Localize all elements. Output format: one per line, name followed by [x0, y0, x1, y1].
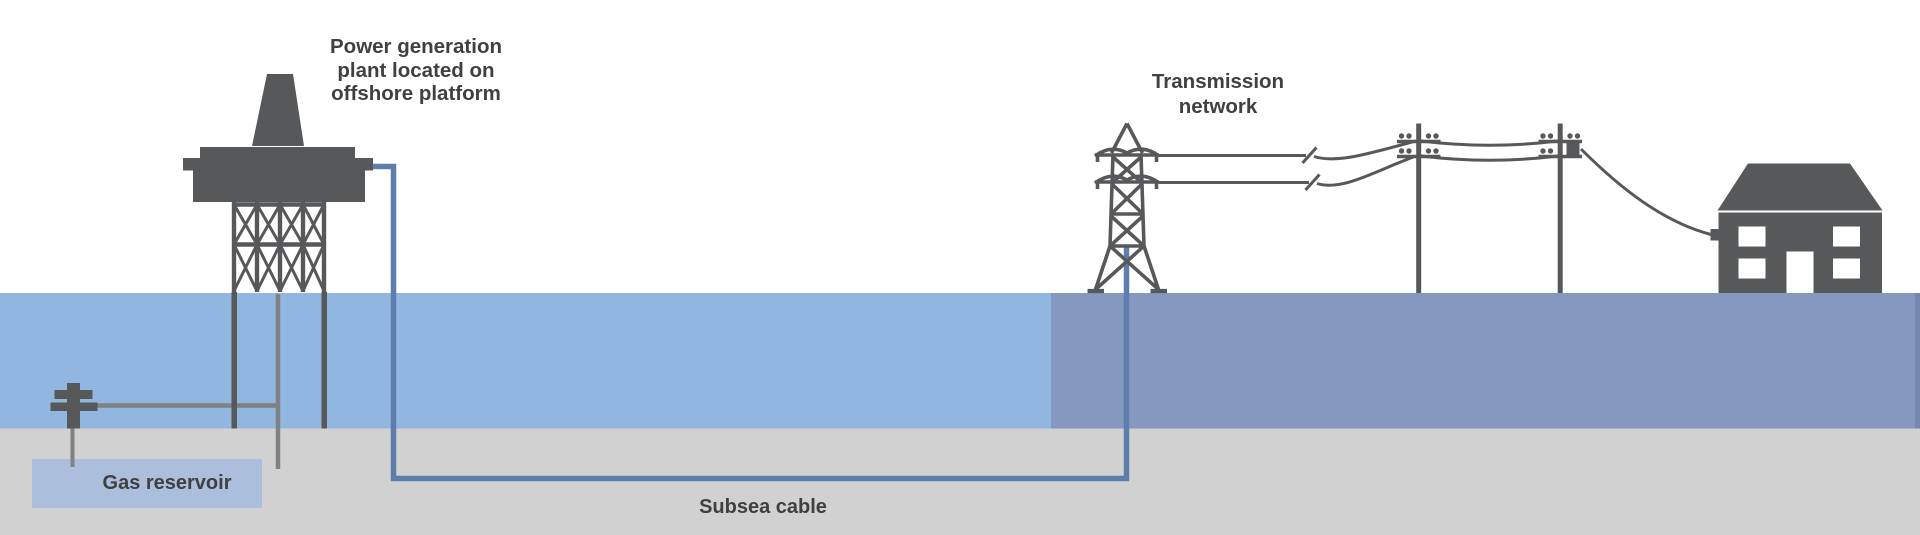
gas-reservoir-area	[32, 459, 262, 508]
transmission-network-label: Transmission network	[1152, 69, 1284, 119]
platform-label-line: plant located on	[337, 58, 495, 82]
derrick-shape	[252, 74, 304, 146]
transmission-pylon-icon	[1087, 122, 1167, 294]
deck-top-bar	[200, 147, 355, 159]
insulator-dots	[1398, 133, 1439, 154]
offshore-platform-icon	[183, 74, 373, 429]
wire-bottom-break-icon	[1304, 173, 1321, 192]
utility-pole-2-icon	[1538, 123, 1582, 293]
platform-leg-right	[321, 292, 327, 429]
wire-bottom-sag	[1420, 154, 1559, 162]
gas-reservoir-label: Gas reservoir	[102, 472, 232, 494]
house-icon	[1710, 163, 1883, 293]
house-drop-wire	[1579, 147, 1712, 236]
background-bands	[0, 293, 1920, 535]
sea-right-edge	[1915, 293, 1920, 429]
sea-dark-area	[1051, 293, 1920, 429]
wire-bottom-span	[1316, 154, 1417, 187]
transmission-label-line: network	[1178, 95, 1258, 118]
transmission-label-line: Transmission	[1151, 70, 1285, 93]
house-door	[1786, 251, 1814, 293]
house-windows	[1738, 226, 1860, 279]
insulator-dots	[1540, 133, 1581, 154]
pylon-arm-lower	[1093, 174, 1161, 189]
deck-hull	[193, 158, 365, 202]
sea-light-area	[0, 293, 1051, 429]
jacket-lattice	[231, 202, 327, 292]
pylon-bracing	[1108, 155, 1146, 248]
platform-label: Power generation plant located on offsho…	[330, 35, 502, 106]
wire-top-sag	[1420, 139, 1559, 147]
platform-label-line: Power generation	[329, 35, 503, 58]
well-and-pipes	[70, 294, 281, 469]
pylon-mast	[1108, 154, 1146, 247]
subsea-cable-line	[372, 163, 1130, 482]
wire-top-span	[1313, 139, 1417, 161]
utility-pole-1-icon	[1397, 123, 1441, 293]
subsea-cable-label: Subsea cable	[699, 496, 827, 518]
pylon-legs	[1093, 244, 1161, 291]
service-entry-nub	[1710, 229, 1719, 241]
house-roof	[1717, 163, 1883, 211]
transformer-box-icon	[1566, 142, 1580, 156]
wire-top-break-icon	[1301, 146, 1318, 165]
seabed-area	[0, 428, 1920, 535]
wellhead-icon	[50, 383, 98, 429]
platform-label-line: offshore platform	[331, 82, 501, 105]
pylon-arm-upper	[1093, 147, 1161, 162]
platform-leg-left	[231, 292, 237, 429]
